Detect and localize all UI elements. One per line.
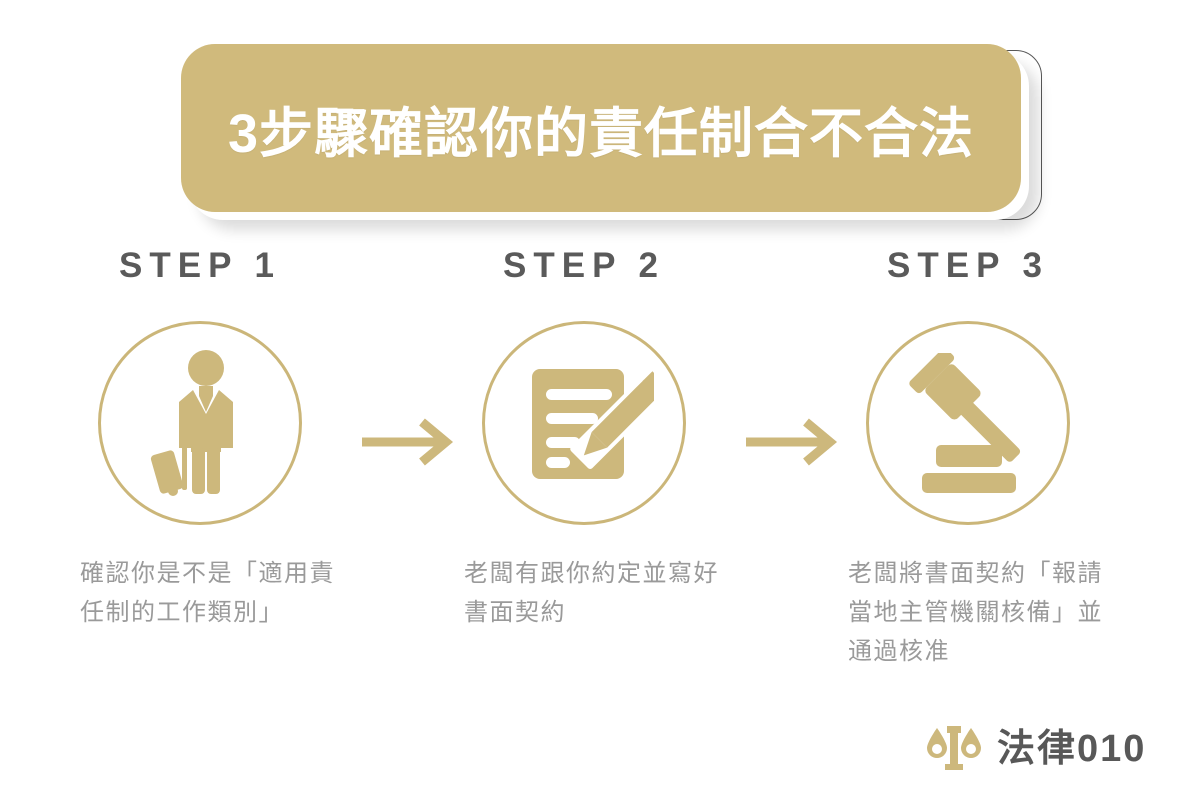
step-3-description: 老闆將書面契約「報請當地主管機關核備」並通過核准 <box>848 560 1103 665</box>
step-2-icon-circle <box>482 321 686 525</box>
step-2-description: 老闆有跟你約定並寫好書面契約 <box>464 560 719 626</box>
step-3-label: STEP 3 <box>887 246 1049 285</box>
arrow-step1-to-step2 <box>360 418 456 466</box>
step-1-icon-circle <box>98 321 302 525</box>
step-2-label: STEP 2 <box>503 246 665 285</box>
page-title: 3步驟確認你的責任制合不合法 <box>227 103 975 164</box>
gavel-icon <box>898 353 1038 493</box>
step-3: STEP 3 <box>848 248 1148 672</box>
step-2: STEP 2 <box>464 248 764 633</box>
step-1: STEP 1 <box>80 248 380 633</box>
step-1-label: STEP 1 <box>119 246 281 285</box>
brand-name: 法律010 <box>997 727 1147 770</box>
step-1-description: 確認你是不是「適用責任制的工作類別」 <box>80 560 335 626</box>
step-3-icon-circle <box>866 321 1070 525</box>
arrow-step2-to-step3 <box>744 418 840 466</box>
steps-row: STEP 1 <box>0 248 1200 678</box>
scales-of-justice-icon <box>925 722 983 775</box>
title-banner: 3步驟確認你的責任制合不合法 <box>181 44 1042 220</box>
brand-logo[interactable]: 法律010 <box>925 722 1146 775</box>
businessman-with-suitcase-icon <box>135 348 265 498</box>
banner-fill <box>181 44 1021 212</box>
document-with-pencil-icon <box>514 353 654 493</box>
